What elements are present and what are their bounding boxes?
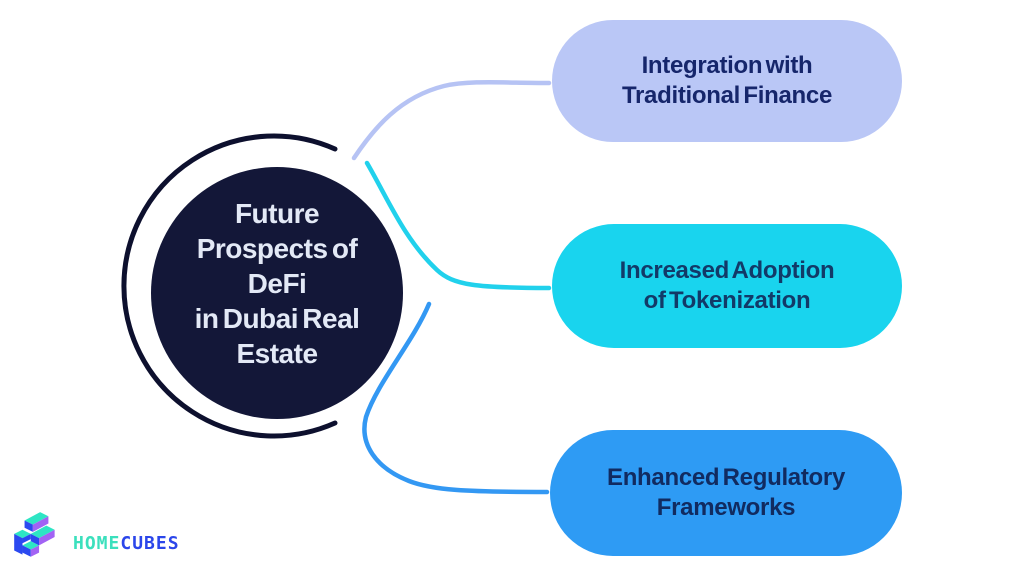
connector-bottom-branch [362, 301, 550, 495]
logo-word-cubes: CUBES [120, 532, 180, 554]
connector-middle-branch [364, 160, 552, 291]
branch-label: Increased Adoption of Tokenization [619, 257, 835, 314]
logo-word-home: HOME [73, 532, 121, 554]
connector-top-branch [351, 80, 552, 161]
homecubes-wordmark: HOMECUBES [73, 519, 180, 554]
branch-label: Enhanced Regulatory Frameworks [606, 464, 845, 521]
center-ring-arc [121, 133, 338, 439]
branch-node-integration-traditional-finance: Integration with Traditional Finance [552, 20, 902, 142]
center-node-circle [151, 167, 403, 419]
homecubes-logo: HOMECUBES [12, 508, 180, 564]
center-node-label: Future Prospects of DeFi in Dubai Real E… [194, 198, 360, 369]
homecubes-cube-icon [14, 512, 55, 557]
branch-node-enhanced-regulatory-frameworks: Enhanced Regulatory Frameworks [550, 430, 902, 556]
branch-label: Integration with Traditional Finance [621, 52, 832, 109]
branch-node-increased-adoption-tokenization: Increased Adoption of Tokenization [552, 224, 902, 348]
